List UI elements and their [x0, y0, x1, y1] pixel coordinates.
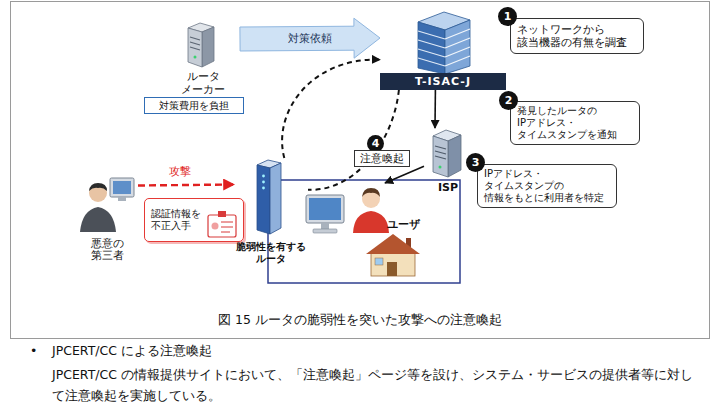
house-door	[387, 262, 397, 276]
house-icon	[366, 234, 420, 276]
pc-icon	[306, 195, 344, 233]
person-hair	[362, 188, 380, 197]
router-node: 脆弱性を有する ルータ	[234, 158, 308, 264]
isp-node: ISP	[424, 128, 472, 194]
server-side	[202, 27, 214, 67]
node-text: 脆弱性を有する ルータ	[234, 241, 308, 264]
monitor-stand	[118, 197, 126, 201]
callout-number: 3	[466, 153, 485, 172]
callout-number: 1	[498, 7, 517, 26]
server-slots	[435, 146, 446, 159]
router-side	[270, 163, 281, 234]
warning-arrow	[385, 166, 424, 183]
node-text: 発見したルータの IPアドレス・ タイムスタンプを通知	[517, 105, 633, 141]
card-clip	[218, 211, 226, 217]
bullet-heading: JPCERT/CC による注意喚起	[52, 343, 472, 359]
monitor-stand	[321, 223, 329, 229]
tisac-node: T-ISAC-J	[380, 10, 506, 90]
node-text: IPアドレス・ タイムスタンプの 情報をもとに利用者を特定	[484, 168, 610, 204]
node-text: 対策費用を負担	[145, 100, 243, 112]
monitor-frame	[110, 178, 134, 197]
isp-server-icon	[433, 130, 461, 177]
callout-box: 発見したルータの IPアドレス・ タイムスタンプを通知	[510, 101, 640, 145]
monitor-frame	[306, 195, 344, 223]
attacker-node: 悪意の 第三者	[76, 172, 138, 262]
maker-server-icon	[188, 23, 214, 67]
monitor-screen	[113, 181, 131, 194]
callout-box: ネットワークから 該当機器の有無を調査	[510, 18, 644, 54]
notify-arrow	[434, 90, 436, 128]
edge-label: 攻撃	[160, 165, 200, 179]
maker-node: ルータ メーカー	[166, 20, 240, 96]
house-window	[375, 258, 383, 265]
user-node: ユーザ	[346, 183, 424, 235]
house-roof	[366, 234, 420, 254]
bullet-mark: •	[30, 343, 37, 359]
node-text: ユーザ	[346, 218, 420, 231]
router-led	[262, 181, 265, 184]
home-network-outline	[268, 180, 460, 283]
monitor-base	[313, 229, 337, 233]
server-led	[439, 166, 442, 169]
router-led	[262, 175, 265, 178]
node-text: ネットワークから 該当機器の有無を調査	[517, 23, 637, 48]
building-front	[418, 22, 445, 74]
edge-label: 注意喚起	[354, 150, 410, 167]
person-body	[80, 207, 116, 232]
server-front	[188, 28, 202, 67]
tisac-building-icon	[418, 12, 470, 74]
monitor-screen	[309, 198, 341, 220]
body-paragraph: JPCERT/CC の情報提供サイトにおいて、「注意喚起」ページ等を設け、システ…	[52, 364, 702, 406]
request-arrow	[240, 18, 380, 58]
node-text: ISP	[424, 181, 472, 194]
building-floors	[418, 31, 445, 66]
building-side	[445, 20, 470, 74]
person-head	[89, 184, 107, 202]
edge-label: 対策依頼	[275, 31, 345, 46]
attack-arrow	[138, 185, 234, 186]
card-body	[208, 215, 236, 237]
server-front	[433, 136, 448, 177]
person-hair	[89, 183, 107, 191]
building-floors	[445, 29, 470, 66]
credential-box: 認証情報を 不正入手	[144, 198, 244, 242]
card-photo	[212, 223, 219, 230]
node-text: T-ISAC-J	[380, 73, 506, 90]
router-led	[262, 187, 265, 190]
node-text: 認証情報を 不正入手	[151, 208, 209, 232]
figure-caption: 図 15 ルータの脆弱性を突いた攻撃への注意喚起	[10, 312, 710, 328]
router-device-icon	[257, 160, 281, 234]
server-led	[194, 56, 197, 59]
router-front	[257, 165, 270, 234]
server-side	[448, 135, 461, 177]
callout-number: 2	[499, 91, 518, 110]
figure-frame	[11, 2, 710, 339]
id-card-icon	[208, 211, 236, 237]
server-slots	[190, 37, 200, 50]
card-lines	[221, 222, 233, 232]
node-text: ルータ メーカー	[172, 70, 234, 96]
person-body	[353, 211, 389, 233]
node-text: 悪意の 第三者	[76, 237, 138, 262]
attacker-person-icon	[80, 178, 134, 232]
user-person-icon	[353, 188, 389, 233]
callout-box: IPアドレス・ タイムスタンプの 情報をもとに利用者を特定	[477, 164, 617, 208]
house-wall	[371, 253, 415, 276]
cost-box: 対策費用を負担	[144, 97, 244, 114]
